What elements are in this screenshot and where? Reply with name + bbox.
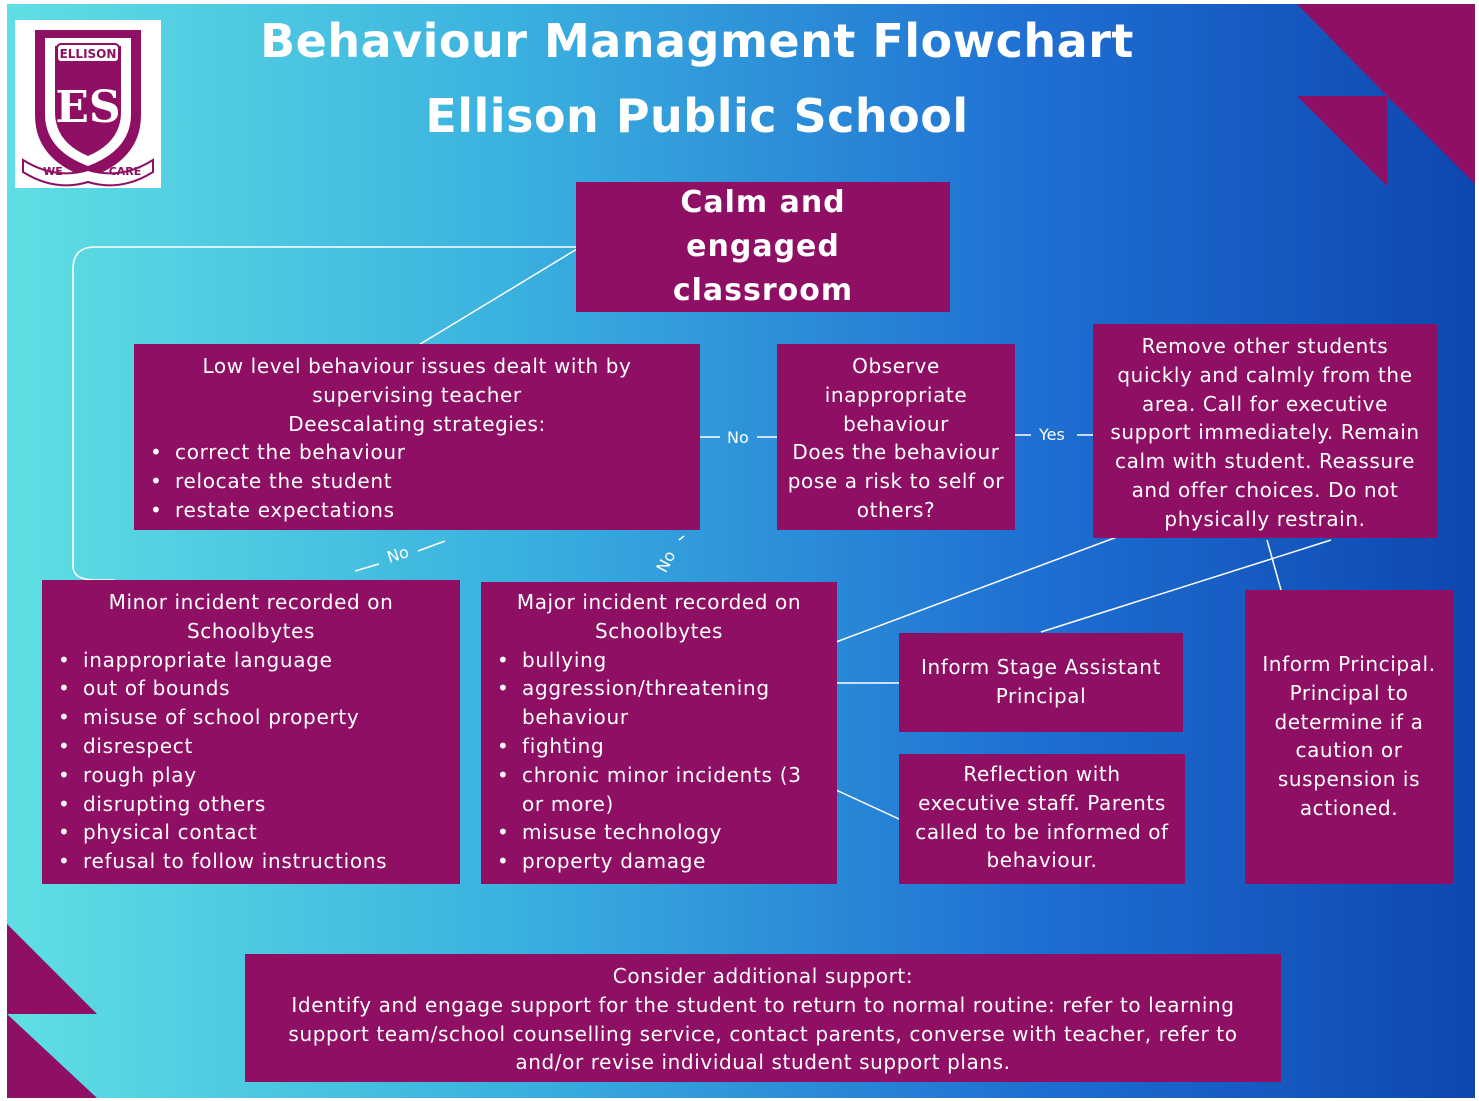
title-line-2: Ellison Public School [425, 89, 969, 143]
list-item: disrespect [42, 732, 460, 761]
list-item: relocate the student [134, 467, 700, 496]
edge-major-to-reflection [835, 789, 900, 820]
title-line-1: Behaviour Managment Flowchart [260, 14, 1134, 68]
school-logo: ELLISON ES WE CARE [15, 20, 161, 188]
inform-principal-line-3: determine if a [1274, 709, 1424, 734]
inform-principal-line-5: suspension is [1277, 767, 1421, 792]
list-item: rough play [42, 761, 460, 790]
svg-text:ES: ES [55, 82, 120, 133]
edge-inform-to-remove [1040, 539, 1332, 633]
calm-classroom-box: Calm and engaged classroom [576, 182, 950, 312]
inform-principal-line-6: actioned. [1299, 795, 1399, 820]
remove-students-box: Remove other students quickly and calmly… [1093, 324, 1437, 538]
minor-list: inappropriate language out of bounds mis… [42, 646, 460, 876]
support-line-1: Consider additional support: [612, 964, 914, 988]
additional-support-box: Consider additional support: Identify an… [245, 954, 1281, 1082]
inform-stage-line-2: Principal [995, 683, 1087, 708]
minor-line-1: Minor incident recorded on [108, 590, 394, 614]
low-level-list: correct the behaviour relocate the stude… [134, 438, 700, 524]
observe-line-3: behaviour [843, 411, 949, 436]
inform-principal-line-4: caution or [1295, 738, 1403, 763]
list-item: misuse technology [481, 818, 827, 847]
remove-line-7: physically restrain. [1164, 506, 1366, 531]
svg-text:ELLISON: ELLISON [60, 47, 117, 61]
school-crest-icon: ELLISON ES WE CARE [22, 30, 154, 187]
edge-major-to-remove [835, 533, 1126, 643]
minor-incident-box: Minor incident recorded on Schoolbytes i… [42, 580, 460, 884]
reflection-line-4: behaviour. [986, 848, 1098, 873]
reflection-box: Reflection with executive staff. Parents… [899, 754, 1185, 884]
low-level-box: Low level behaviour issues dealt with by… [134, 344, 700, 530]
remove-line-2: quickly and calmly from the [1117, 362, 1413, 387]
list-item: chronic minor incidents (3 or more) [481, 761, 827, 819]
inform-stage-line-1: Inform Stage Assistant [920, 655, 1162, 679]
inform-stage-box: Inform Stage Assistant Principal [899, 633, 1183, 732]
support-line-4: and/or revise individual student support… [515, 1050, 1011, 1075]
low-level-line-1: Low level behaviour issues dealt with by [202, 354, 632, 378]
list-item: disrupting others [42, 790, 460, 819]
minor-line-2: Schoolbytes [186, 618, 316, 643]
observe-line-1: Observe [852, 354, 940, 378]
observe-box: Observe inappropriate behaviour Does the… [777, 344, 1015, 530]
list-item: correct the behaviour [134, 438, 700, 467]
list-item: inappropriate language [42, 646, 460, 675]
support-line-2: Identify and engage support for the stud… [291, 992, 1235, 1017]
edge-remove-to-principal [1266, 539, 1282, 591]
observe-line-6: others? [856, 497, 936, 522]
decorative-triangles [7, 4, 1475, 1098]
remove-line-4: support immediately. Remain [1110, 420, 1420, 445]
major-incident-box: Major incident recorded on Schoolbytes b… [481, 582, 837, 884]
edge-calm-to-low [416, 248, 578, 347]
list-item: out of bounds [42, 674, 460, 703]
major-line-1: Major incident recorded on [516, 590, 802, 614]
inform-principal-box: Inform Principal. Principal to determine… [1245, 590, 1453, 884]
flowchart-canvas: ELLISON ES WE CARE Behaviour Managment F… [7, 4, 1475, 1098]
major-line-2: Schoolbytes [594, 618, 724, 643]
edge-label-no-left: No [727, 428, 749, 447]
edge-label-yes: Yes [1039, 425, 1065, 444]
observe-line-4: Does the behaviour [792, 440, 1000, 465]
inform-principal-line-1: Inform Principal. [1262, 652, 1436, 676]
reflection-line-2: executive staff. Parents [918, 790, 1166, 815]
observe-line-2: inappropriate [824, 382, 968, 407]
list-item: bullying [481, 646, 827, 675]
list-item: misuse of school property [42, 703, 460, 732]
low-level-line-3: Deescalating strategies: [288, 411, 546, 436]
list-item: fighting [481, 732, 827, 761]
edge-minor-loop [72, 246, 577, 581]
remove-line-5: calm with student. Reassure [1115, 449, 1415, 474]
calm-classroom-label: Calm and engaged classroom [672, 185, 854, 308]
list-item: restate expectations [134, 496, 700, 525]
svg-text:CARE: CARE [109, 165, 142, 178]
remove-line-6: and offer choices. Do not [1131, 477, 1399, 502]
reflection-line-1: Reflection with [963, 762, 1121, 786]
major-list: bullying aggression/threatening behaviou… [481, 646, 837, 876]
svg-text:WE: WE [43, 165, 63, 178]
list-item: physical contact [42, 818, 460, 847]
inform-principal-line-2: Principal to [1289, 680, 1409, 705]
list-item: property damage [481, 847, 827, 876]
observe-line-5: pose a risk to self or [787, 469, 1005, 494]
remove-line-1: Remove other students [1141, 334, 1389, 358]
connector-lines [72, 246, 1332, 820]
list-item: aggression/threatening behaviour [481, 674, 827, 732]
support-line-3: support team/school counselling service,… [288, 1021, 1238, 1046]
list-item: refusal to follow instructions [42, 847, 460, 876]
remove-line-3: area. Call for executive [1142, 391, 1388, 416]
low-level-line-2: supervising teacher [312, 382, 522, 407]
reflection-line-3: called to be informed of [915, 819, 1169, 844]
